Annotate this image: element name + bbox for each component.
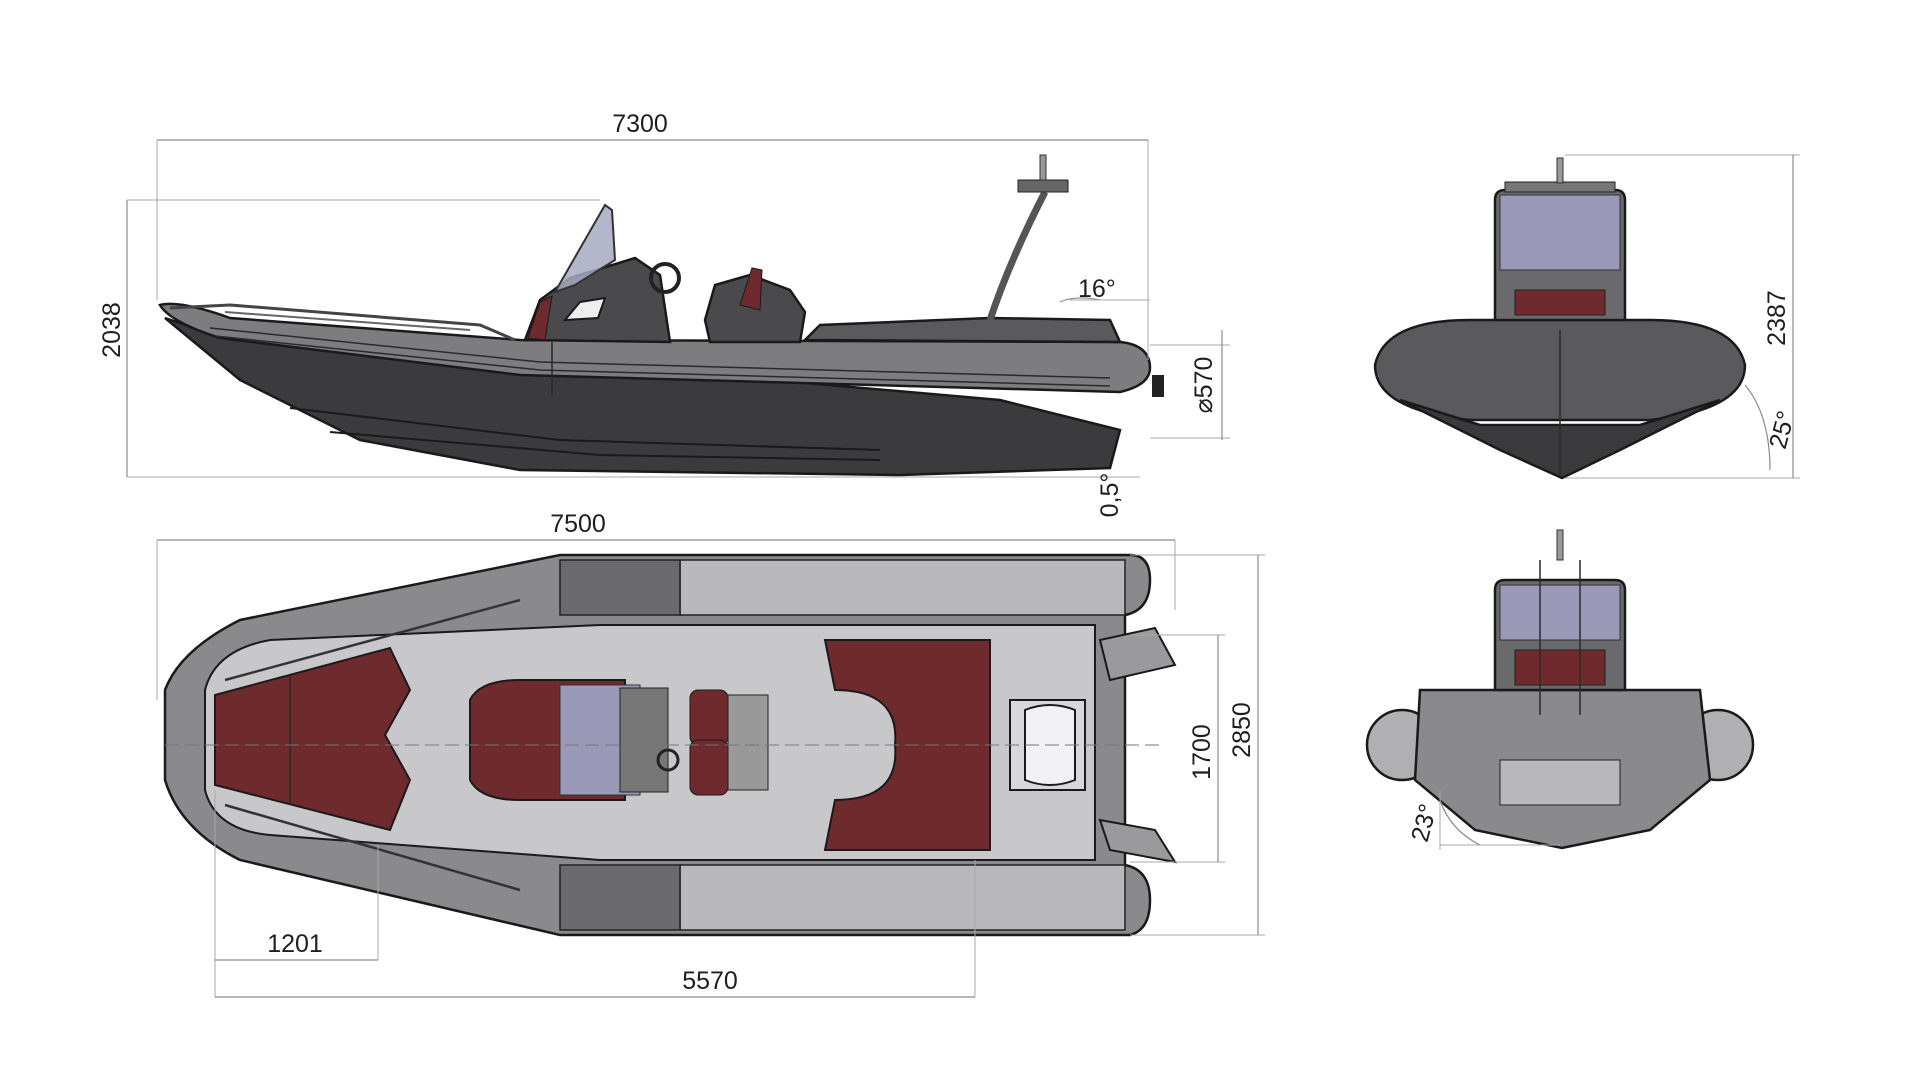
rear-engine-well xyxy=(1499,759,1621,806)
rear-windscreen xyxy=(1499,584,1621,641)
side-strake-2 xyxy=(329,431,881,461)
dim-tube-diameter: ⌀570 xyxy=(1190,357,1218,414)
side-console-accent xyxy=(527,295,553,341)
side-seat-cushion xyxy=(739,267,763,311)
top-console-dash xyxy=(619,687,669,793)
dim-inner-beam: 1700 xyxy=(1188,724,1216,780)
top-bracket-upper xyxy=(1098,626,1177,682)
side-bow-rail xyxy=(169,303,516,342)
side-engine xyxy=(1152,375,1164,397)
top-steering-wheel xyxy=(656,748,680,772)
top-tube-band-upper xyxy=(679,559,1126,616)
top-helm-seat-left xyxy=(689,689,729,746)
front-view xyxy=(1373,157,1747,480)
side-aft-deck xyxy=(802,316,1122,344)
top-view xyxy=(163,553,1178,937)
side-tube-stripe-2 xyxy=(214,335,1111,387)
dim-deadrise: 25° xyxy=(1764,408,1801,452)
top-tube-dark-upper xyxy=(559,559,681,616)
top-helm-seat-back xyxy=(727,694,769,791)
top-tube-band-lower xyxy=(679,864,1126,931)
side-tube xyxy=(158,302,1152,394)
side-dimensions: 7300 2038 ⌀570 16° 0,5° xyxy=(98,110,1230,517)
front-antenna xyxy=(1556,157,1564,184)
top-bow-rail-lower xyxy=(224,803,521,892)
dim-bow-section: 1201 xyxy=(267,930,323,958)
side-arch-top xyxy=(1017,179,1069,193)
dim-side-length: 7300 xyxy=(612,110,668,138)
top-tube-dark-lower xyxy=(559,864,681,931)
top-dimensions: 7500 2850 1700 1201 5570 xyxy=(156,510,1265,998)
dim-rear-angle: 23° xyxy=(1406,801,1443,845)
side-windscreen xyxy=(552,203,617,294)
front-windscreen xyxy=(1499,194,1621,271)
side-view xyxy=(158,154,1164,477)
side-antenna xyxy=(1039,154,1047,181)
dim-overall-beam: 2850 xyxy=(1228,702,1256,758)
dim-deck-length: 5570 xyxy=(682,967,738,995)
dim-overall-length: 7500 xyxy=(550,510,606,538)
side-bow-rail-lower xyxy=(224,311,471,331)
side-steering-wheel xyxy=(649,262,681,294)
side-strake-1 xyxy=(289,407,881,451)
rear-view xyxy=(1365,529,1755,850)
dim-tube-angle: 16° xyxy=(1078,275,1116,303)
top-helm-seat-right xyxy=(689,739,729,796)
top-bow-rail-upper xyxy=(224,598,521,682)
side-tube-stripe-1 xyxy=(209,327,1111,379)
top-bow-cushion xyxy=(214,646,412,832)
front-console-accent xyxy=(1514,289,1606,316)
dim-side-height: 2038 xyxy=(98,302,126,358)
rear-antenna xyxy=(1556,529,1564,561)
side-radar-arch xyxy=(986,190,1049,322)
dim-waterline-offset: 0,5° xyxy=(1096,473,1124,518)
dim-front-height: 2387 xyxy=(1763,290,1791,346)
side-console-window xyxy=(562,296,607,322)
rear-seat xyxy=(1514,649,1606,686)
